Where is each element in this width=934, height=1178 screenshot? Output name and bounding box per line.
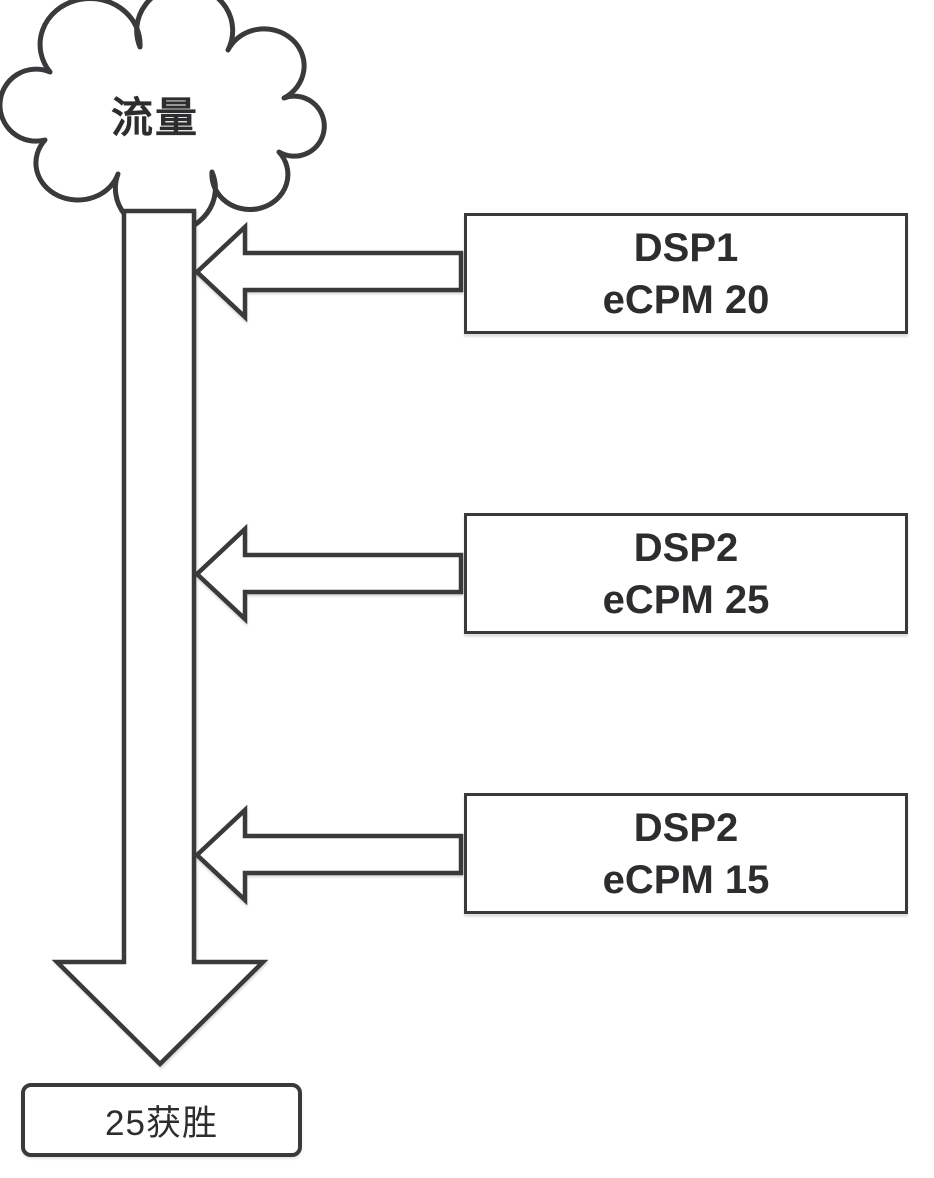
dsp-ecpm: eCPM 20 — [602, 277, 770, 322]
down-arrow — [51, 208, 269, 1068]
winner-box: 25获胜 — [21, 1083, 302, 1157]
left-arrow-dsp1 — [193, 221, 464, 323]
left-arrow-dsp2 — [193, 523, 464, 625]
dsp-ecpm: eCPM 15 — [602, 857, 770, 902]
left-arrow-dsp3 — [193, 804, 464, 906]
dsp-name: DSP2 — [633, 805, 739, 850]
winner-label: 25获胜 — [105, 1103, 218, 1143]
dsp-box-1: DSP1 eCPM 20 — [464, 213, 908, 334]
dsp-box-3: DSP2 eCPM 15 — [464, 793, 908, 914]
dsp-box-2: DSP2 eCPM 25 — [464, 513, 908, 634]
traffic-label: 流量 — [110, 94, 199, 141]
dsp-name: DSP2 — [633, 525, 739, 570]
dsp-name: DSP1 — [633, 225, 739, 270]
dsp-ecpm: eCPM 25 — [602, 577, 770, 622]
